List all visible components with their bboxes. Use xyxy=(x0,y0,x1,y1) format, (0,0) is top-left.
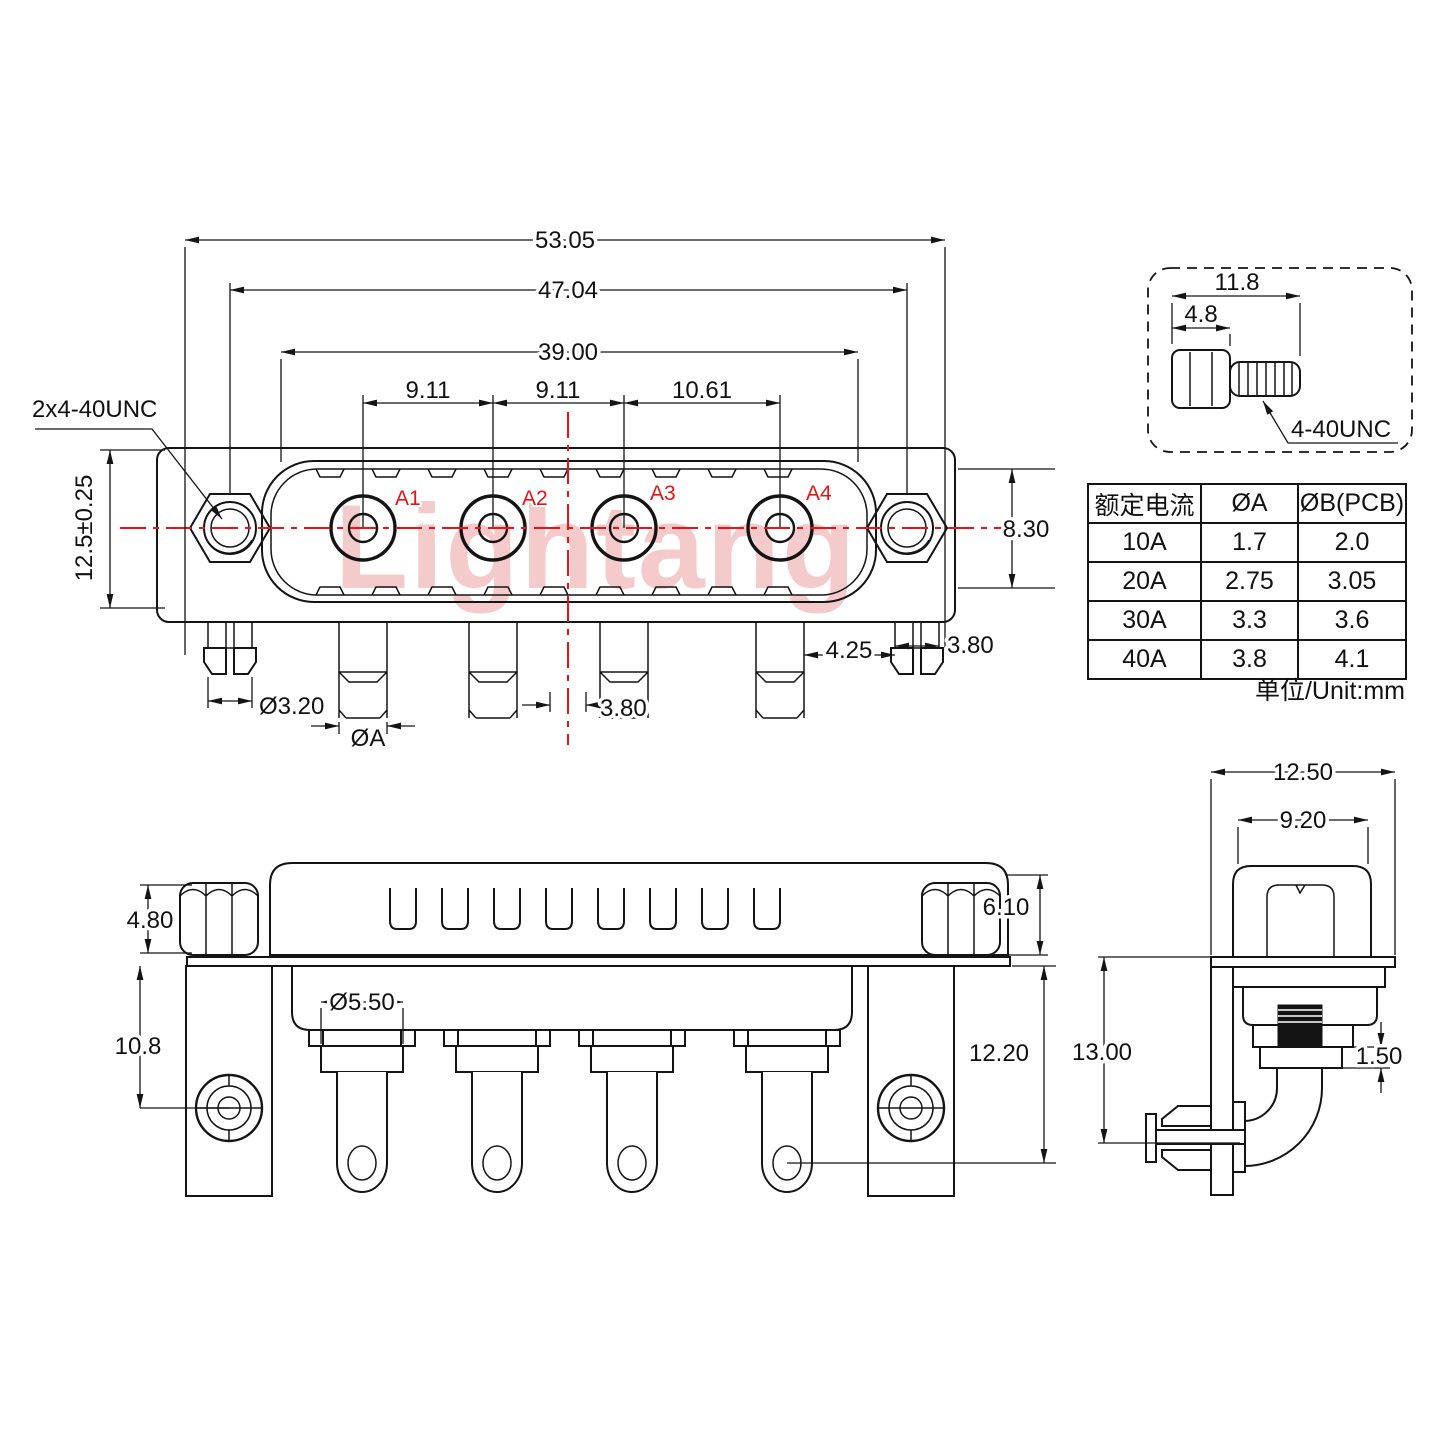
screw-detail: 11.8 4.8 4-40UNC xyxy=(1147,266,1413,453)
dim-body-height: 12.5±0.25 xyxy=(71,475,98,582)
dim-pitch-2: 9.11 xyxy=(536,377,581,404)
dim-shell-width: 9.20 xyxy=(1280,807,1327,834)
dim-lock-dia-right: 3.80 xyxy=(947,632,994,659)
jackscrew-left xyxy=(188,283,272,563)
contact-label-a2: A2 xyxy=(522,487,548,510)
spec-row: 30A 3.3 3.6 xyxy=(1087,600,1407,641)
contact-label-a3: A3 xyxy=(650,482,676,505)
nut-right xyxy=(921,882,1001,956)
dim-mount-spacing: 47.04 xyxy=(538,277,598,304)
side-dimensions: 12.50 9.20 13.00 1.50 xyxy=(1068,756,1406,1144)
dim-screw-head: 4.8 xyxy=(1184,301,1217,328)
screw-thread-label: 4-40UNC xyxy=(1291,416,1391,443)
side-view: 12.50 9.20 13.00 1.50 xyxy=(1068,756,1406,1196)
front-view: A1 A2 A3 A4 53.05 47.04 39.00 9.11 9.11 … xyxy=(29,224,1055,756)
dim-shoulder-dia: Ø5.50 xyxy=(329,989,394,1016)
nut-left xyxy=(179,882,259,956)
spec-table: 额定电流 ØA ØB(PCB) 10A 1.7 2.0 20A 2.75 3.0… xyxy=(1087,483,1407,680)
dim-pitch-1: 9.11 xyxy=(406,377,451,404)
pin-tails xyxy=(338,622,805,719)
shell-slots xyxy=(389,888,781,930)
dim-gap: 4.25 xyxy=(826,637,873,664)
dim-right-height-bottom: 6.10 xyxy=(983,894,1030,921)
dim-center-offset: 3.80 xyxy=(600,695,647,722)
bottom-view: 4.80 6.10 10.8 Ø5.50 12.20 xyxy=(111,862,1056,1197)
dim-lock-dia: Ø3.20 xyxy=(259,693,324,720)
bottom-dimensions: 4.80 6.10 10.8 Ø5.50 12.20 xyxy=(111,874,1056,1164)
watermark-text: Lightang xyxy=(335,480,858,614)
board-lock-right xyxy=(890,622,944,675)
bent-pins xyxy=(308,1029,841,1193)
dim-depth: 12.20 xyxy=(969,1040,1029,1067)
insert-notches xyxy=(315,468,793,596)
spec-row: 10A 1.7 2.0 xyxy=(1087,522,1407,563)
bent-pin-side xyxy=(1239,1067,1323,1167)
thread-note: 2x4-40UNC xyxy=(32,396,157,423)
dim-right-height: 8.30 xyxy=(1003,516,1050,543)
spec-header-dia-a: ØA xyxy=(1200,483,1299,524)
front-dimensions: 53.05 47.04 39.00 9.11 9.11 10.61 12.5±0… xyxy=(29,224,1055,756)
contact-label-a1: A1 xyxy=(395,487,421,510)
dim-screw-length: 11.8 xyxy=(1215,269,1260,296)
spec-header-row: 额定电流 ØA ØB(PCB) xyxy=(1087,483,1407,524)
dim-pitch-3: 10.61 xyxy=(672,377,732,404)
dim-insert-width: 39.00 xyxy=(538,339,598,366)
spec-header-current: 额定电流 xyxy=(1087,483,1202,524)
dim-pin-dia: ØA xyxy=(351,725,386,752)
dim-overall-width: 53.05 xyxy=(535,227,595,254)
contact-label-a4: A4 xyxy=(806,482,832,505)
dim-washer-thickness: 1.50 xyxy=(1356,1043,1403,1070)
spec-row: 20A 2.75 3.05 xyxy=(1087,561,1407,602)
dim-height: 13.00 xyxy=(1072,1039,1132,1066)
dim-bracket-length: 10.8 xyxy=(115,1033,162,1060)
board-lock-side xyxy=(1145,1101,1246,1173)
dim-flange-width: 12.50 xyxy=(1273,759,1333,786)
spec-row: 40A 3.8 4.1 xyxy=(1087,639,1407,680)
unit-note: 单位/Unit:mm xyxy=(1254,677,1405,705)
dim-nut-height: 4.80 xyxy=(127,907,174,934)
rivet-right xyxy=(876,1073,946,1143)
spec-header-dia-b: ØB(PCB) xyxy=(1297,483,1407,524)
board-lock-left xyxy=(203,622,257,675)
jackscrew-right xyxy=(865,283,949,563)
